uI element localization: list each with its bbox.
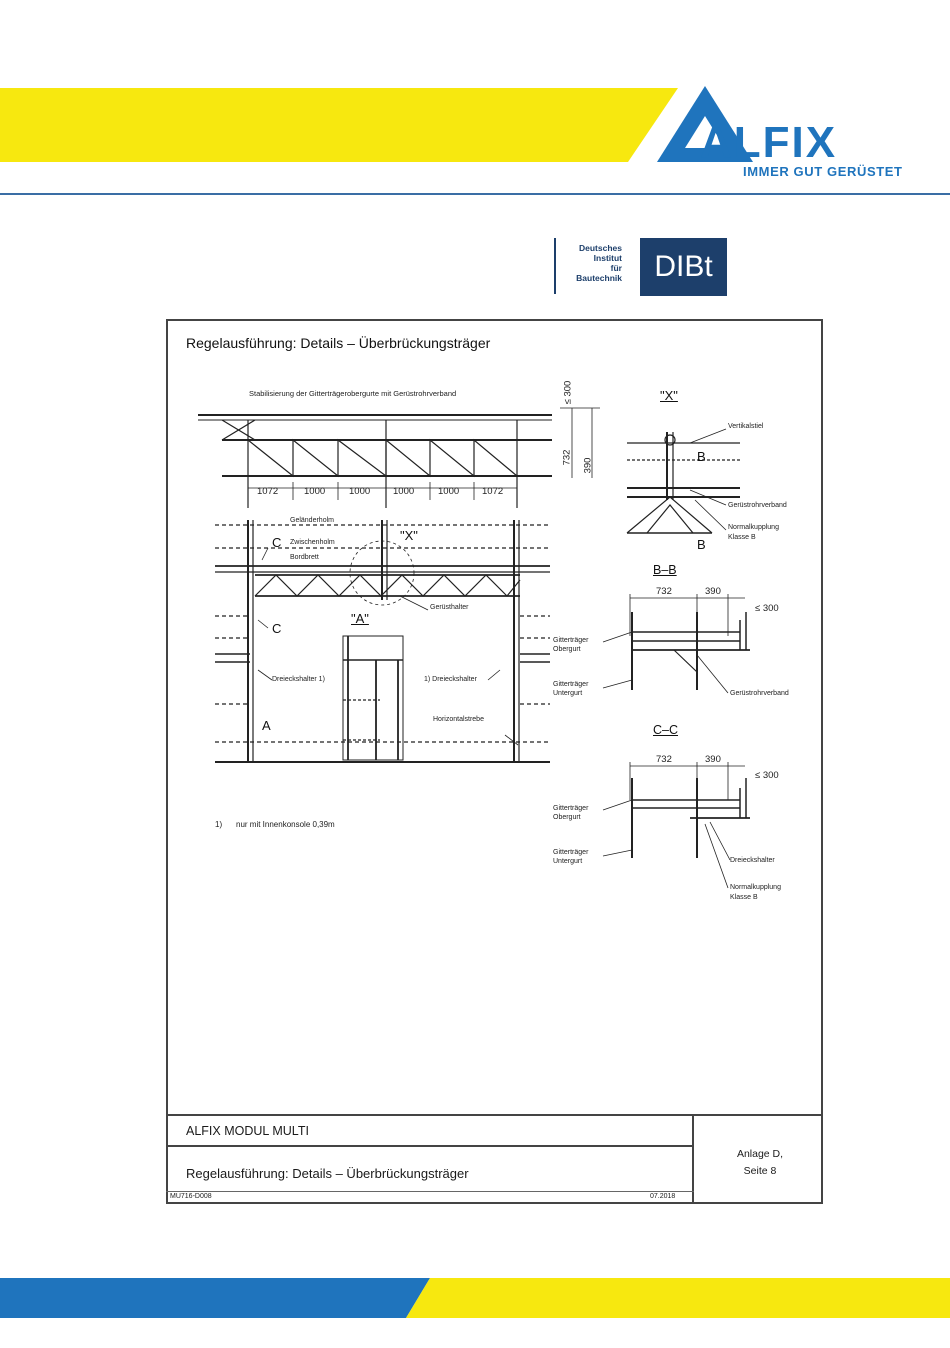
page-line: Seite 8 <box>743 1165 777 1177</box>
dim-300-vertical: ≤ 300 <box>562 380 574 405</box>
drawing-title: Regelausführung: Details – Überbrückungs… <box>186 335 491 351</box>
marker-b-bottom: B <box>697 537 706 552</box>
dibt-divider <box>554 238 556 294</box>
dim-1000-2: 1000 <box>349 486 371 497</box>
marker-x: "X" <box>400 528 418 543</box>
label-obergurt-cc: Obergurt <box>553 814 581 821</box>
marker-b-top: B <box>697 449 706 464</box>
alfix-logo-word: ALFIX <box>700 118 838 167</box>
label-normalkupplung-cc: Normalkupplung <box>730 884 781 891</box>
dim-1000-4: 1000 <box>438 486 460 497</box>
dibt-line: Institut <box>593 253 622 263</box>
alfix-tagline: IMMER GUT GERÜSTET <box>743 164 903 179</box>
label-geruestrohrverband-x: Gerüstrohrverband <box>728 502 787 509</box>
title-block-product: ALFIX MODUL MULTI <box>186 1124 309 1138</box>
dim-390-vertical: 390 <box>582 457 594 474</box>
dim-732-vertical: 732 <box>561 449 573 466</box>
dim-1072-right: 1072 <box>482 486 504 497</box>
dim-390-bb: 390 <box>705 586 721 597</box>
dim-1072-left: 1072 <box>257 486 279 497</box>
label-untergurt-cc: Untergurt <box>553 858 583 865</box>
label-untergurt-bb: Untergurt <box>553 690 583 697</box>
detail-x-heading: "X" <box>660 388 678 403</box>
footnote-mark: 1) <box>215 820 223 829</box>
drawing-frame <box>166 319 823 1204</box>
label-dreieckshalter-left: Dreieckshalter 1) <box>272 676 325 683</box>
label-gittertraeger-ober-cc: Gitterträger <box>553 805 589 812</box>
dibt-line: Deutsches <box>579 243 622 253</box>
marker-a-arrow: A <box>262 718 271 733</box>
drawing-caption: Stabilisierung der Gitterträgerobergurte… <box>249 389 457 398</box>
label-gittertraeger-ober-bb: Gitterträger <box>553 637 589 644</box>
header-yellow-band <box>0 88 678 162</box>
title-block-rule <box>166 1191 694 1192</box>
label-klasse-b-cc: Klasse B <box>730 894 758 901</box>
label-geruesthalter: Gerüsthalter <box>430 604 469 611</box>
title-block-rule <box>166 1145 694 1147</box>
section-bb-heading: B–B <box>653 563 677 577</box>
dibt-name: Deutsches Institut für Bautechnik <box>566 243 622 283</box>
label-vertikalstiel: Vertikalstiel <box>728 423 764 430</box>
marker-c-bottom: C <box>272 621 282 636</box>
label-horizontalstrebe: Horizontalstrebe <box>433 716 484 723</box>
label-zwischenholm: Zwischenholm <box>290 539 335 546</box>
title-block-annex: Anlage D, Seite 8 <box>700 1146 820 1180</box>
dibt-logo-box: DIBt <box>640 238 727 296</box>
title-block-title: Regelausführung: Details – Überbrückungs… <box>186 1166 469 1181</box>
dim-732-bb: 732 <box>656 586 672 597</box>
label-gittertraeger-unter-bb: Gitterträger <box>553 681 589 688</box>
dim-300-bb: ≤ 300 <box>755 603 779 614</box>
section-cc-heading: C–C <box>653 723 679 737</box>
label-obergurt-bb: Obergurt <box>553 646 581 653</box>
dim-390-cc: 390 <box>705 754 721 765</box>
dim-1000-3: 1000 <box>393 486 415 497</box>
dibt-line: Bautechnik <box>576 273 622 283</box>
dibt-line: für <box>610 263 622 273</box>
title-block-doc-id: MU716-D008 <box>170 1193 212 1200</box>
footnote-text: nur mit Innenkonsole 0,39m <box>236 820 335 829</box>
label-gittertraeger-unter-cc: Gitterträger <box>553 849 589 856</box>
annex-line: Anlage D, <box>736 1148 784 1160</box>
dim-732-cc: 732 <box>656 754 672 765</box>
label-bordbrett: Bordbrett <box>290 554 319 561</box>
marker-a: "A" <box>351 611 369 626</box>
label-geruestrohrverband-bb: Gerüstrohrverband <box>730 690 789 697</box>
title-block-rule <box>166 1114 823 1116</box>
footer-band <box>0 1278 950 1318</box>
header-rule <box>0 193 950 195</box>
title-block-divider <box>692 1114 694 1204</box>
label-dreieckshalter-right: 1) Dreieckshalter <box>424 676 477 683</box>
label-normalkupplung-x: Normalkupplung <box>728 524 779 531</box>
label-dreieckshalter-cc: Dreieckshalter <box>730 857 775 864</box>
label-gelaenderholm: Geländerholm <box>290 517 334 524</box>
title-block-date: 07.2018 <box>650 1193 676 1200</box>
marker-c-top: C <box>272 535 282 550</box>
label-klasse-b-x: Klasse B <box>728 534 756 541</box>
dim-300-cc: ≤ 300 <box>755 770 779 781</box>
dim-1000-1: 1000 <box>304 486 326 497</box>
alfix-logo-mark <box>657 86 753 162</box>
